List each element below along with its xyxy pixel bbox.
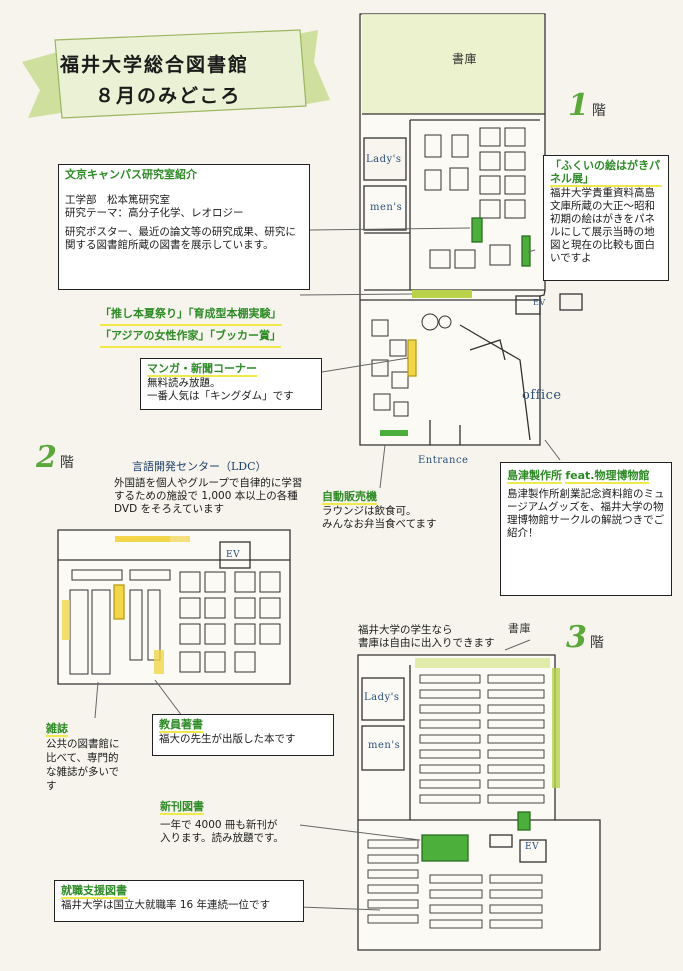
shimadzu-box: 島津製作所 feat.物理博物館 島津製作所創業記念資料館のミュージアムグッズを… bbox=[500, 462, 672, 596]
faculty-books-box: 教員著書 福大の先生が出版した本です bbox=[152, 714, 334, 756]
floor3-kai: 階 bbox=[589, 635, 604, 651]
new-books-section: 新刊図書 一年で 4000 冊も新刊が 入ります。読み放題です。 bbox=[160, 800, 310, 845]
magazines-heading: 雑誌 bbox=[46, 722, 68, 737]
page-title: 福井大学総合図書館 ８月のみどころ bbox=[40, 50, 310, 120]
title-line2: ８月のみどころ bbox=[95, 85, 242, 107]
postcard-panel-heading: 「ふくいの絵はがきパネル展」 bbox=[550, 159, 662, 187]
stacks-note: 福井大学の学生なら 書庫は自由に出入りできます bbox=[358, 624, 528, 650]
lab-intro-heading: 文京キャンパス研究室紹介 bbox=[65, 168, 197, 181]
floor1-number: 1 bbox=[568, 88, 589, 123]
title-line1: 福井大学総合図書館 bbox=[60, 54, 250, 76]
magazines-body: 公共の図書館に比べて、専門的な雑誌が多いです bbox=[46, 738, 120, 792]
manga-corner-line1: 無料読み放題。 bbox=[147, 377, 221, 389]
elevator-label-3f: EV bbox=[525, 842, 540, 852]
floor2-kai: 階 bbox=[59, 455, 74, 471]
floor1-plan bbox=[359, 13, 583, 446]
ladys-room-label-1f: Lady's bbox=[366, 154, 402, 165]
vending-section: 自動販売機 ラウンジは飲食可。 みんなお弁当食べてます bbox=[322, 490, 462, 531]
ldc-heading: 言語開発センター（LDC） bbox=[132, 460, 267, 473]
floor2-plan bbox=[57, 529, 291, 685]
stacks-label-3f: 書庫 bbox=[508, 622, 531, 635]
events-line2: 「アジアの女性作家」「ブッカー賞」 bbox=[100, 326, 282, 348]
entrance-label: Entrance bbox=[418, 455, 469, 466]
stacks-note-line1: 福井大学の学生なら bbox=[358, 624, 453, 636]
elevator-label-1f: EV bbox=[533, 298, 546, 307]
vending-heading: 自動販売機 bbox=[322, 490, 377, 505]
lab-intro-box: 文京キャンパス研究室紹介 工学部 松本篤研究室 研究テーマ：高分子化学、レオロジ… bbox=[58, 164, 310, 290]
shimadzu-heading1: 島津製作所 bbox=[507, 469, 562, 484]
career-books-heading: 就職支援図書 bbox=[61, 884, 127, 899]
faculty-books-heading: 教員著書 bbox=[159, 718, 203, 733]
events-line1: 「推し本夏祭り」「育成型本棚実験」 bbox=[100, 304, 282, 326]
office-label: office bbox=[522, 388, 562, 403]
ldc-body: 外国語を個人やグループで自律的に学習するための施設で 1,000 本以上の各種 … bbox=[114, 477, 303, 515]
new-books-line2: 入ります。読み放題です。 bbox=[160, 832, 284, 844]
shimadzu-body: 島津製作所創業記念資料館のミュージアムグッズを、福井大学の物理博物館サークルの解… bbox=[507, 488, 665, 539]
leader-lines bbox=[94, 227, 561, 911]
floor3-number: 3 bbox=[566, 620, 587, 655]
floor2-number: 2 bbox=[36, 440, 57, 475]
mens-room-label-3f: men's bbox=[368, 740, 401, 751]
manga-corner-heading: マンガ・新聞コーナー bbox=[147, 362, 257, 377]
events-list: 「推し本夏祭り」「育成型本棚実験」 「アジアの女性作家」「ブッカー賞」 bbox=[100, 304, 315, 348]
lab-intro-body: 研究ポスター、最近の論文等の研究成果、研究に関する図書館所蔵の図書を展示していま… bbox=[65, 226, 296, 251]
faculty-books-body: 福大の先生が出版した本です bbox=[159, 733, 296, 745]
postcard-panel-box: 「ふくいの絵はがきパネル展」 福井大学貴重資料高島文庫所蔵の大正～昭和初期の絵は… bbox=[543, 155, 669, 281]
ladys-room-label-3f: Lady's bbox=[364, 692, 400, 703]
vending-line2: みんなお弁当食べてます bbox=[322, 518, 437, 530]
mens-room-label-1f: men's bbox=[370, 202, 403, 213]
career-books-body: 福井大学は国立大就職率 16 年連続一位です bbox=[61, 899, 271, 911]
vending-line1: ラウンジは飲食可。 bbox=[322, 505, 417, 517]
stacks-note-line2: 書庫は自由に出入りできます bbox=[358, 637, 495, 649]
stacks-label-1f: 書庫 bbox=[452, 52, 478, 66]
postcard-panel-body: 福井大学貴重資料高島文庫所蔵の大正～昭和初期の絵はがきをパネルにして展示当時の地… bbox=[550, 187, 655, 264]
lab-intro-line2: 研究テーマ：高分子化学、レオロジー bbox=[65, 207, 244, 219]
shimadzu-heading2: feat.物理博物館 bbox=[565, 469, 650, 484]
manga-corner-box: マンガ・新聞コーナー 無料読み放題。 一番人気は「キングダム」です bbox=[140, 358, 322, 410]
ldc-section: 言語開発センター（LDC） 外国語を個人やグループで自律的に学習するための施設で… bbox=[104, 460, 304, 516]
manga-corner-line2: 一番人気は「キングダム」です bbox=[147, 390, 294, 402]
magazines-section: 雑誌 公共の図書館に比べて、専門的な雑誌が多いです bbox=[46, 722, 124, 793]
new-books-heading: 新刊図書 bbox=[160, 800, 204, 815]
floor1-kai: 階 bbox=[591, 103, 606, 119]
title-banner bbox=[22, 29, 330, 119]
floor3-plan bbox=[357, 654, 601, 951]
new-books-line1: 一年で 4000 冊も新刊が bbox=[160, 819, 278, 831]
elevator-label-2f: EV bbox=[226, 550, 241, 560]
career-books-box: 就職支援図書 福井大学は国立大就職率 16 年連続一位です bbox=[54, 880, 304, 922]
lab-intro-line1: 工学部 松本篤研究室 bbox=[65, 194, 170, 206]
